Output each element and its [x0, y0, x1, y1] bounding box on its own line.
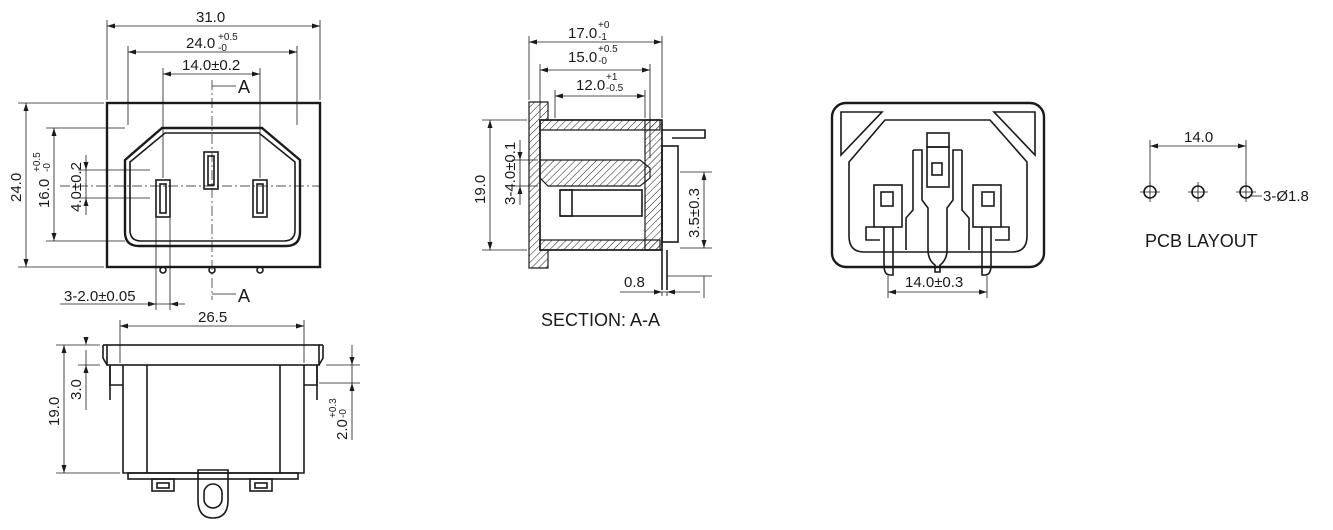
- dim-24-vertical: 24.0: [8, 173, 25, 202]
- top-view-pin-right: [252, 179, 268, 218]
- dim-12-tol-top: +1: [606, 72, 618, 83]
- dim-31: 31.0: [196, 9, 225, 26]
- section-mark-bottom: A: [238, 286, 250, 306]
- dim-4-02: 4.0±0.2: [68, 162, 85, 212]
- pcb-title: PCB LAYOUT: [1145, 231, 1258, 251]
- dim-3-4: 3-4.0±0.1: [502, 142, 519, 205]
- dim-15-main: 15.0: [568, 49, 597, 66]
- dim-19-front: 19.0: [46, 397, 63, 426]
- dim-15-tol-bot: -0: [598, 56, 607, 67]
- dim-17-tol-top: +0: [598, 20, 610, 31]
- dim-12-main: 12.0: [576, 77, 605, 94]
- dim-3-18: 3-Ø1.8: [1263, 188, 1309, 205]
- front-view-body: [122, 365, 305, 474]
- dim-17-tol-bot: -1: [598, 32, 607, 43]
- top-view-socket-cavity: [123, 126, 302, 248]
- dim-14-pcb: 14.0: [1184, 129, 1213, 146]
- front-view: 26.5 19.0 3.0 2.0 +0.3 -0: [46, 309, 360, 519]
- dim-17-main: 17.0: [568, 25, 597, 42]
- dim-24-tol-top: +0.5: [218, 32, 238, 43]
- bottom-view: 14.0±0.3: [830, 101, 1046, 298]
- dim-2-tol-top: +0.3: [328, 398, 339, 418]
- top-view-pin-center: [203, 151, 219, 190]
- dim-3-0: 3.0: [68, 379, 85, 400]
- section-title: SECTION: A-A: [541, 310, 660, 330]
- top-view: A A 31.0 24.0 +0.5 -0 14.0±0.2 24.0: [8, 9, 322, 310]
- dim-19-section: 19.0: [472, 175, 489, 204]
- section-mark-top: A: [238, 77, 250, 97]
- top-view-pin-left: [155, 179, 171, 218]
- dim-16-tol-top: +0.5: [32, 152, 43, 172]
- dim-3-5: 3.5±0.3: [686, 188, 703, 238]
- dim-14-02: 14.0±0.2: [182, 57, 240, 74]
- front-view-ground-pin: [197, 469, 229, 519]
- dim-15-tol-top: +0.5: [598, 44, 618, 55]
- dim-12-tol-bot: -0.5: [606, 83, 624, 94]
- dim-24-tol-bot: -0: [218, 43, 227, 54]
- pcb-layout: 14.0 3-Ø1.8 PCB LAYOUT: [1140, 129, 1309, 251]
- dim-3-2: 3-2.0±0.05: [64, 288, 136, 305]
- dim-24-main: 24.0: [186, 35, 215, 52]
- dim-0-8: 0.8: [624, 274, 645, 291]
- front-view-flange: [106, 344, 320, 366]
- dim-26-5: 26.5: [198, 309, 227, 326]
- bottom-view-outline: [830, 101, 1046, 269]
- dim-2-main: 2.0: [334, 419, 351, 440]
- dim-16-tol-bot: -0: [42, 163, 53, 172]
- dim-14-03: 14.0±0.3: [905, 274, 963, 291]
- dim-2-tol-bot: -0: [338, 409, 349, 418]
- dim-16-main: 16.0: [36, 179, 53, 208]
- section-view: 17.0 +0 -1 15.0 +0.5 -0 12.0 +1 -0.5 19.…: [472, 20, 712, 330]
- section-pin: [539, 159, 651, 187]
- bottom-view-inner-cavity: [848, 119, 1028, 253]
